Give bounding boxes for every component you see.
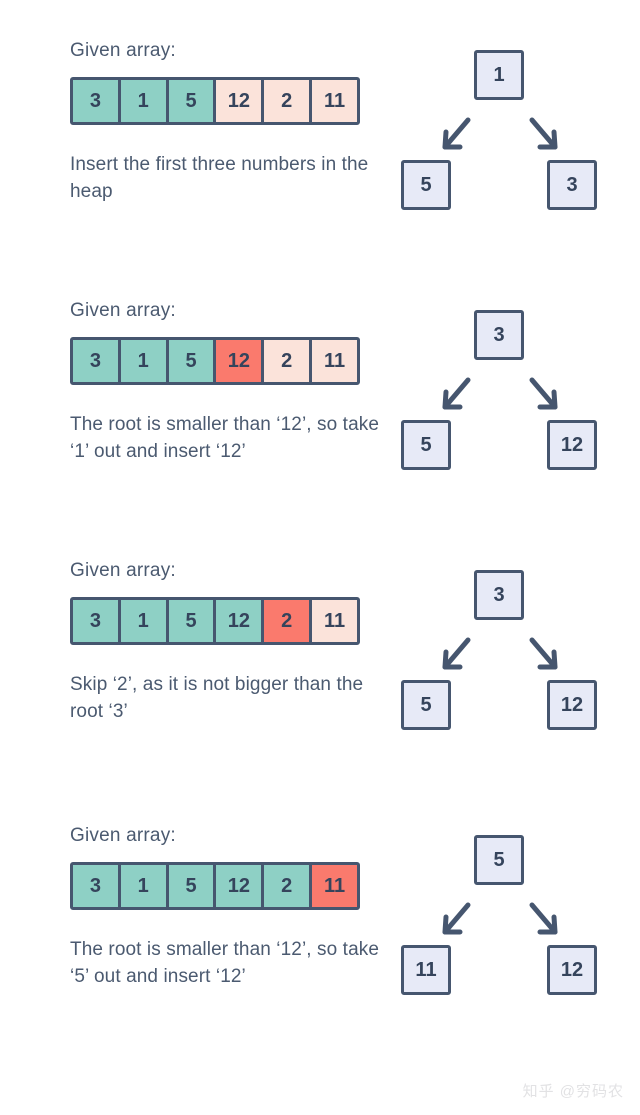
- tree-node-root: 3: [474, 570, 524, 620]
- array-row: 3 1 5 12 2 11: [70, 596, 360, 645]
- step-1-left-column: Given array: 3 1 5 12 2 11 Insert the fi…: [70, 40, 380, 206]
- step-4-left-column: Given array: 3 1 5 12 2 11 The root is s…: [70, 825, 380, 991]
- array-cell-highlighted: 11: [312, 864, 357, 907]
- tree-node-right: 12: [547, 680, 597, 730]
- heap-tree-4: 5 11 12: [395, 835, 610, 1035]
- step-caption: The root is smaller than ‘12’, so take ‘…: [70, 938, 379, 988]
- array-cell: 11: [312, 79, 357, 122]
- step-section-3: Given array: 3 1 5 12 2 11 Skip ‘2’, as …: [0, 560, 640, 790]
- step-section-1: Given array: 3 1 5 12 2 11 Insert the fi…: [0, 40, 640, 270]
- step-section-2: Given array: 3 1 5 12 2 11 The root is s…: [0, 300, 640, 530]
- step-caption: Insert the first three numbers in the he…: [70, 153, 369, 203]
- array-cell: 5: [168, 599, 217, 642]
- given-array-label: Given array:: [70, 40, 176, 61]
- array-cell: 1: [120, 599, 169, 642]
- given-array-label: Given array:: [70, 825, 176, 846]
- array-cell: 11: [312, 599, 357, 642]
- array-cell: 2: [264, 339, 313, 382]
- array-cell: 12: [216, 599, 265, 642]
- tree-node-right: 12: [547, 420, 597, 470]
- array-cell: 1: [120, 79, 169, 122]
- array-row: 3 1 5 12 2 11: [70, 861, 360, 910]
- watermark: 知乎 @穷码农: [522, 1083, 624, 1100]
- tree-node-right: 3: [547, 160, 597, 210]
- array-cell: 1: [120, 339, 169, 382]
- heap-tree-1: 1 5 3: [395, 50, 610, 250]
- tree-node-right: 12: [547, 945, 597, 995]
- array-cell: 11: [312, 339, 357, 382]
- step-caption: Skip ‘2’, as it is not bigger than the r…: [70, 673, 364, 723]
- heap-tree-3: 3 5 12: [395, 570, 610, 770]
- array-cell: 12: [216, 864, 265, 907]
- tree-node-left: 5: [401, 160, 451, 210]
- array-cell: 5: [168, 79, 217, 122]
- tree-node-root: 1: [474, 50, 524, 100]
- array-cell-highlighted: 2: [264, 599, 313, 642]
- array-row: 3 1 5 12 2 11: [70, 76, 360, 125]
- array-cell: 3: [73, 79, 121, 122]
- tree-node-root: 3: [474, 310, 524, 360]
- step-3-left-column: Given array: 3 1 5 12 2 11 Skip ‘2’, as …: [70, 560, 380, 726]
- tree-node-root: 5: [474, 835, 524, 885]
- array-cell: 5: [168, 339, 217, 382]
- array-cell: 3: [73, 599, 121, 642]
- array-cell: 5: [168, 864, 217, 907]
- tree-node-left: 11: [401, 945, 451, 995]
- array-cell: 3: [73, 339, 121, 382]
- array-cell: 2: [264, 79, 313, 122]
- heap-tree-2: 3 5 12: [395, 310, 610, 510]
- tree-node-left: 5: [401, 420, 451, 470]
- step-section-4: Given array: 3 1 5 12 2 11 The root is s…: [0, 825, 640, 1055]
- array-cell-highlighted: 12: [216, 339, 265, 382]
- array-row: 3 1 5 12 2 11: [70, 336, 360, 385]
- step-caption: The root is smaller than ‘12’, so take ‘…: [70, 413, 379, 463]
- tree-node-left: 5: [401, 680, 451, 730]
- array-cell: 1: [120, 864, 169, 907]
- given-array-label: Given array:: [70, 300, 176, 321]
- step-2-left-column: Given array: 3 1 5 12 2 11 The root is s…: [70, 300, 380, 466]
- array-cell: 2: [264, 864, 313, 907]
- array-cell: 3: [73, 864, 121, 907]
- given-array-label: Given array:: [70, 560, 176, 581]
- array-cell: 12: [216, 79, 265, 122]
